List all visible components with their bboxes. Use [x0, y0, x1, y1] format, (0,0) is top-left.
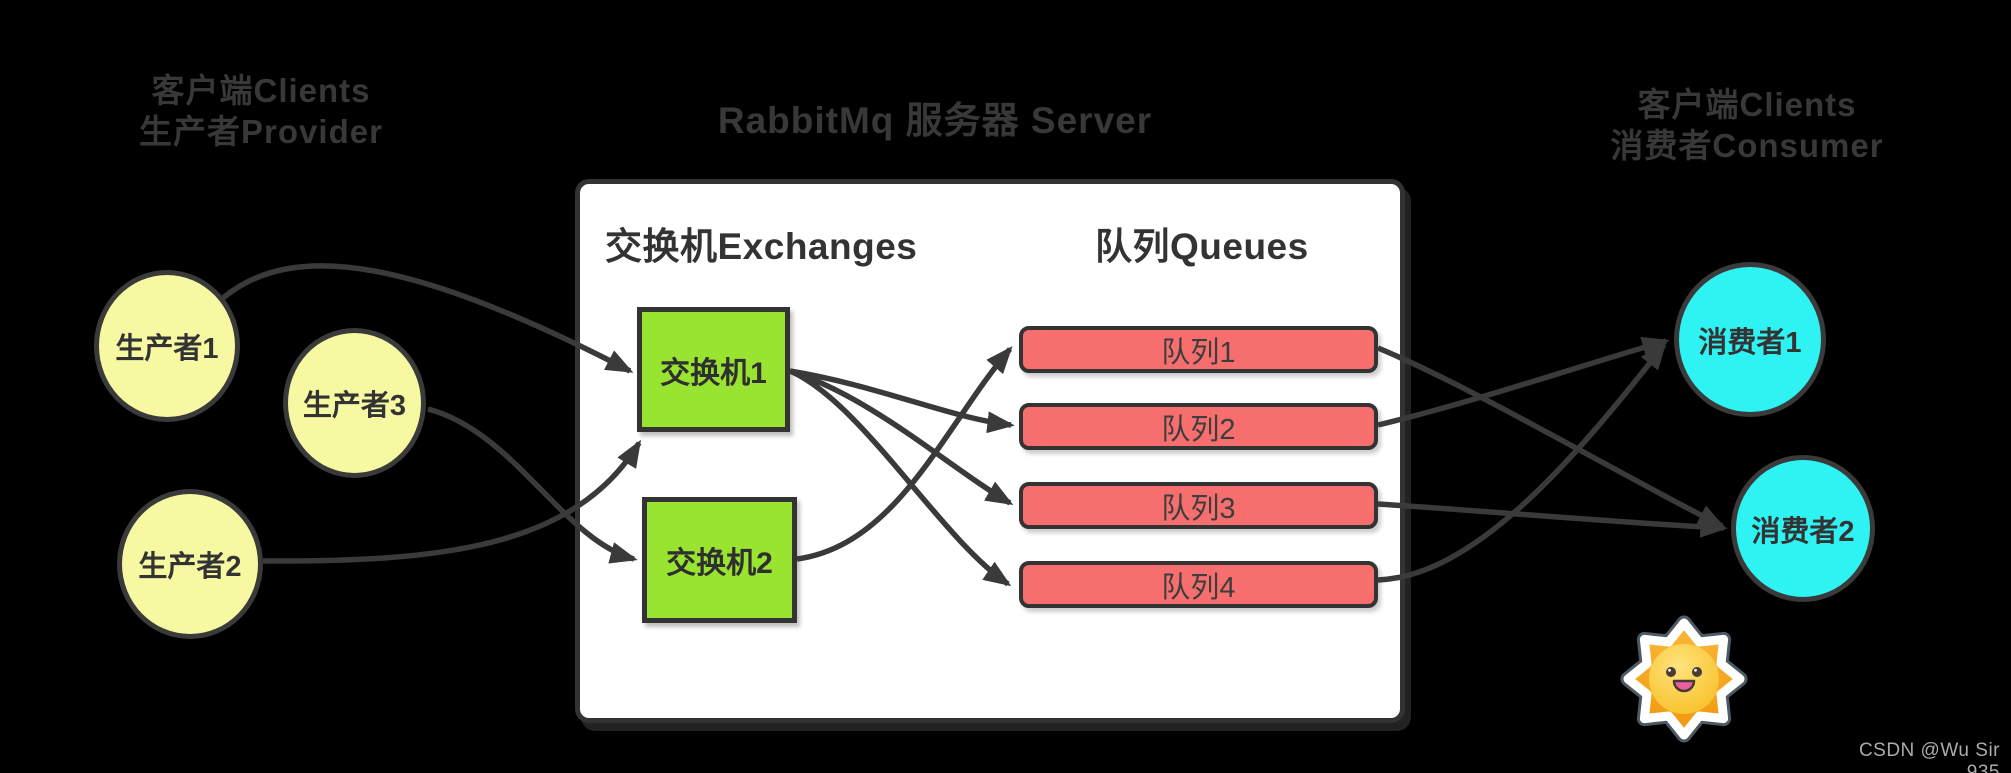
watermark: CSDN @Wu Sir 935	[1858, 740, 2000, 773]
queues-heading: 队列Queues	[1095, 226, 1309, 267]
consumer-side-heading-line1: 客户端Clients	[1637, 86, 1857, 123]
queue-1-node: 队列1	[1019, 326, 1378, 373]
exchanges-heading: 交换机Exchanges	[605, 226, 918, 267]
connection-queue-3-to-consumer-2	[1377, 501, 1728, 538]
server-title: RabbitMq 服务器 Server	[717, 100, 1153, 141]
producer-side-heading-line2: 生产者Provider	[139, 113, 383, 150]
producer-side-heading-line1: 客户端Clients	[151, 72, 371, 109]
consumer-1-node: 消费者1	[1674, 262, 1826, 417]
producer-2-node: 生产者2	[117, 489, 263, 639]
connection-queue-4-to-consumer-1	[1377, 341, 1667, 583]
producer-1-node: 生产者1	[94, 270, 240, 422]
producer-side-heading: 客户端Clients 生产者Provider	[86, 70, 436, 152]
producer-3-node: 生产者3	[283, 328, 426, 478]
exchange-1-node: 交换机1	[637, 307, 790, 432]
connection-queue-2-to-consumer-1	[1377, 336, 1670, 428]
queue-3-node: 队列3	[1019, 482, 1378, 529]
queue-4-node: 队列4	[1019, 561, 1378, 608]
consumer-side-heading-line2: 消费者Consumer	[1610, 127, 1884, 164]
sun-icon	[1620, 615, 1748, 743]
connection-producer-1-to-exchange-1	[221, 263, 634, 374]
exchange-2-node: 交换机2	[642, 497, 797, 623]
connection-queue-1-to-consumer-2	[1376, 345, 1726, 529]
consumer-side-heading: 客户端Clients 消费者Consumer	[1572, 84, 1922, 166]
queue-2-node: 队列2	[1019, 403, 1378, 450]
consumer-2-node: 消费者2	[1731, 455, 1875, 602]
